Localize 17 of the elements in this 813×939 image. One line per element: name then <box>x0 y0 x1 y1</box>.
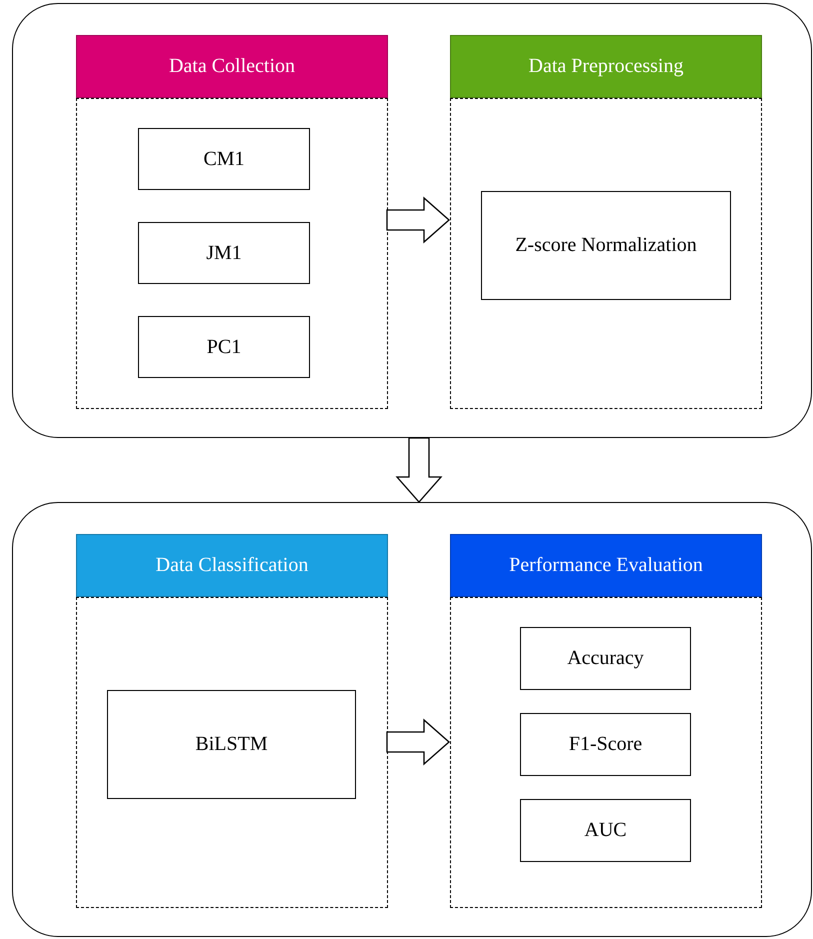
group-header: Data Classification <box>76 534 388 597</box>
stage-panel <box>12 502 812 937</box>
process-box: AUC <box>520 799 691 862</box>
stage-panel <box>12 3 812 438</box>
process-box: CM1 <box>138 128 310 190</box>
process-box: JM1 <box>138 222 310 284</box>
process-box: BiLSTM <box>107 690 356 799</box>
block-arrow <box>386 196 450 244</box>
group-header: Performance Evaluation <box>450 534 762 597</box>
process-box: PC1 <box>138 316 310 378</box>
process-box: Accuracy <box>520 627 691 690</box>
block-arrow <box>396 437 442 503</box>
group-header: Data Preprocessing <box>450 35 762 98</box>
block-arrow <box>386 718 450 766</box>
group-header: Data Collection <box>76 35 388 98</box>
process-box: F1-Score <box>520 713 691 776</box>
process-box: Z-score Normalization <box>481 191 731 300</box>
